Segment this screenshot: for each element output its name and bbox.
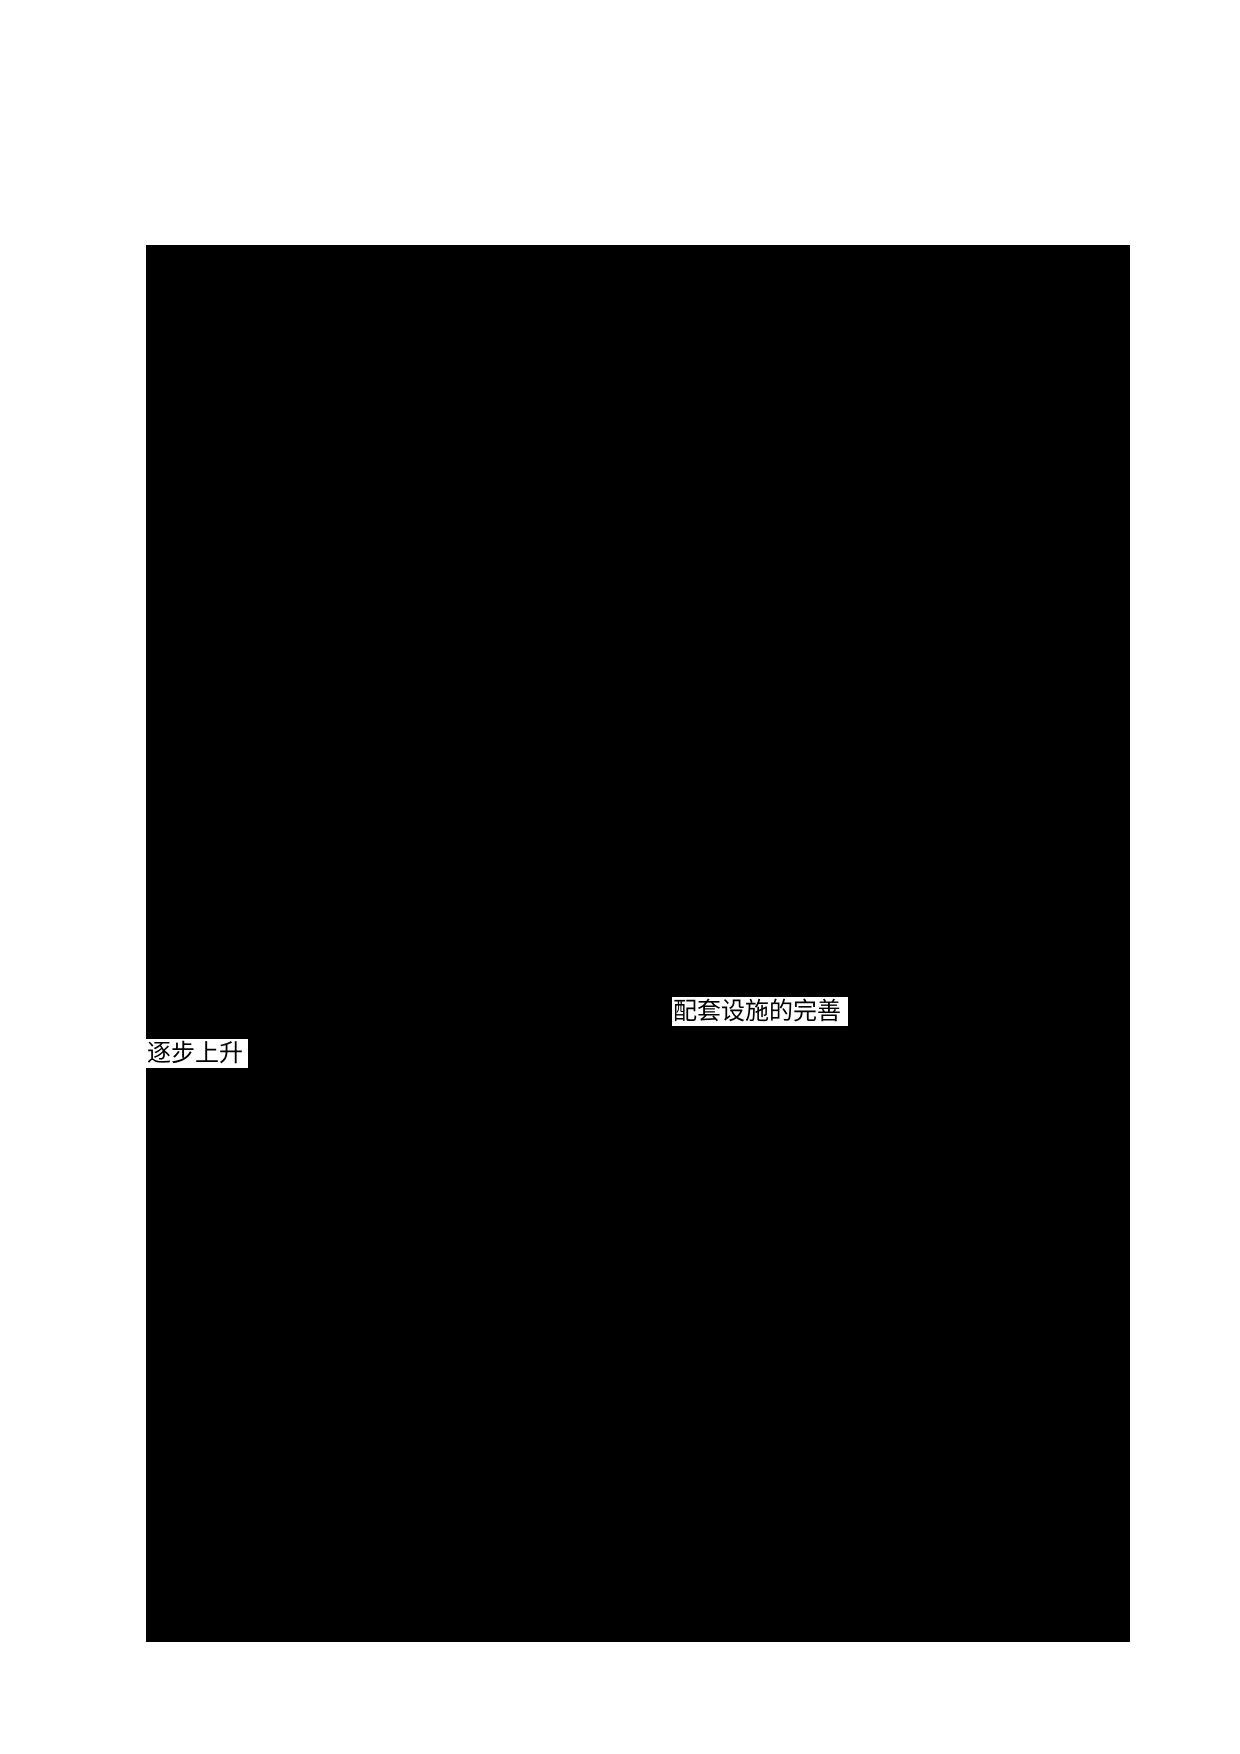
visible-text-fragment-facilities: 配套设施的完善 — [672, 997, 848, 1026]
visible-text-fragment-rising: 逐步上升 — [146, 1039, 248, 1068]
redacted-content-block — [146, 245, 1130, 1642]
